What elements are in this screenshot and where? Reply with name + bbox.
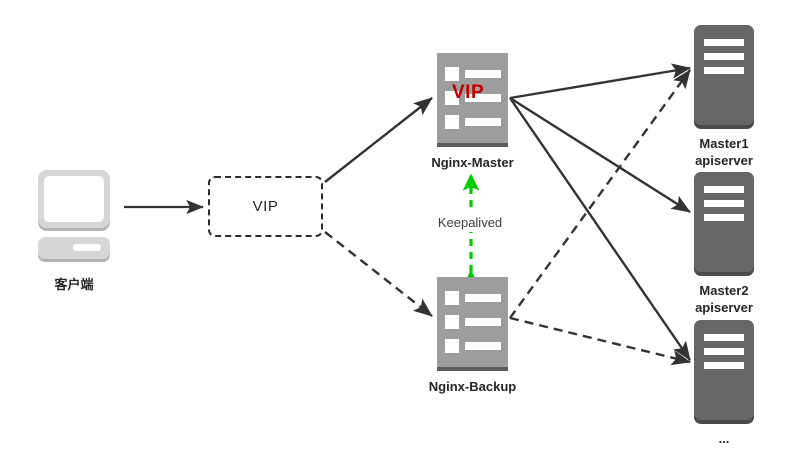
monitor-screen	[44, 176, 104, 222]
edge-nginx-backup-to-master3	[509, 316, 691, 366]
client-node[interactable]: 客户端	[38, 170, 110, 292]
master2-apiserver-node[interactable]: Master2 apiserver	[694, 172, 754, 315]
server-icon	[694, 320, 754, 420]
rack-bar-1	[465, 294, 501, 302]
server-icon	[694, 25, 754, 125]
client-label: 客户端	[54, 277, 94, 292]
rack-bar-2	[465, 94, 501, 102]
nginx-backup-label: Nginx-Backup	[428, 379, 517, 394]
rack-led-3	[445, 115, 459, 129]
master1-label-line2: apiserver	[695, 153, 753, 168]
master3-label-line1: ...	[718, 431, 730, 446]
edge-nginx-master-to-master1	[509, 63, 691, 100]
nginx-master-label: Nginx-Master	[431, 155, 514, 170]
server-bar-2	[704, 200, 744, 207]
vip-badge: VIP	[452, 82, 485, 103]
rack-led-2	[445, 315, 459, 329]
server-bar-3	[704, 67, 744, 74]
master2-label-line2: apiserver	[695, 300, 753, 315]
server-rack-icon	[437, 277, 508, 367]
computer-base	[38, 237, 110, 259]
nginx-master-node[interactable]: VIP Nginx-Master	[431, 53, 514, 170]
master3-label: ...	[659, 430, 789, 447]
rack-slot-1	[445, 291, 501, 305]
rack-slot-1	[445, 67, 501, 81]
server-icon	[694, 172, 754, 272]
rack-bar-2	[465, 318, 501, 326]
rack-led-1	[445, 67, 459, 81]
server-bar-2	[704, 53, 744, 60]
rack-slot-3	[445, 339, 501, 353]
desktop-computer-icon	[38, 170, 110, 228]
rack-slot-2	[445, 91, 501, 105]
server-rack-icon: VIP	[437, 53, 508, 143]
rack-bar-3	[465, 342, 501, 350]
server-bar-3	[704, 362, 744, 369]
rack-slot-2	[445, 315, 501, 329]
master3-apiserver-node[interactable]: ...	[694, 320, 754, 446]
master2-label: Master2 apiserver	[659, 282, 789, 316]
server-bar-1	[704, 334, 744, 341]
server-bar-3	[704, 214, 744, 221]
server-bar-1	[704, 39, 744, 46]
edge-vip-to-nginx-backup	[324, 231, 433, 317]
rack-bar-3	[465, 118, 501, 126]
master1-label-line1: Master1	[699, 136, 749, 151]
rack-bar-1	[465, 70, 501, 78]
rack-led-3	[445, 339, 459, 353]
master2-label-line1: Master2	[699, 283, 749, 298]
vip-box-label: VIP	[252, 198, 279, 215]
nginx-backup-node[interactable]: Nginx-Backup	[429, 277, 516, 394]
rack-led-1	[445, 291, 459, 305]
rack-slot-3	[445, 115, 501, 129]
rack-led-2	[445, 91, 459, 105]
vip-box[interactable]: VIP	[208, 176, 323, 237]
server-bar-1	[704, 186, 744, 193]
server-bar-2	[704, 348, 744, 355]
drive-slot	[73, 244, 101, 251]
edge-nginx-backup-to-master1	[509, 69, 691, 319]
master1-apiserver-node[interactable]: Master1 apiserver	[694, 25, 754, 168]
keepalived-label: Keepalived	[395, 213, 545, 232]
master1-label: Master1 apiserver	[659, 135, 789, 169]
